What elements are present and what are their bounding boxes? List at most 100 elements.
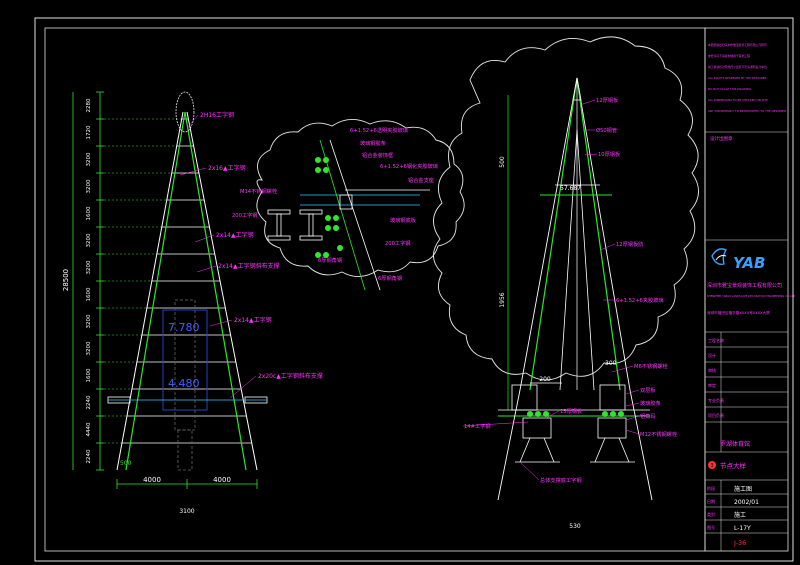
sheet-number: J-36 — [733, 539, 746, 547]
leg-right-bottom — [629, 389, 653, 501]
no-value: L-17Y — [734, 525, 751, 532]
diag-2 — [319, 139, 366, 291]
right-label-leader — [545, 410, 560, 419]
right-label-leader — [462, 421, 529, 427]
title-row-label: 审核 — [708, 367, 716, 373]
node-label: 6+1.52+6钢化夹胶玻璃 — [380, 162, 438, 170]
right-dim-2: 1956 — [499, 292, 506, 307]
vertical-dimension: 1600 — [86, 368, 92, 382]
company-name-en: SHENZHEN YABAO LANDSCAPE DECORATION ENGI… — [707, 294, 795, 298]
spire-tip-cloud — [175, 91, 195, 133]
member-label: 2x14▲工字钢 — [234, 316, 272, 324]
label-leader — [196, 265, 217, 273]
right-label: M12不锈钢螺栓 — [640, 430, 678, 438]
type-label: 类别 — [707, 511, 715, 517]
title-block: 本图纸版权归深圳市雅宝装饰工程有限公司所有未经许可不得复制或用于其他工程施工前请… — [705, 43, 795, 551]
member-label: 2x16▲工字钢 — [208, 164, 246, 172]
vertical-dimension: 3200 — [86, 260, 92, 274]
right-label-leader — [625, 415, 640, 421]
node-label: 玻璃钢底板 — [390, 216, 417, 224]
logo-text: YAB — [733, 254, 765, 272]
left-elevation: 2280172032003200160032003200160032003200… — [62, 91, 323, 515]
member-label: 2H16工字钢 — [200, 111, 234, 119]
stage-value: 施工图 — [734, 485, 752, 493]
stamp-label: 设计出图章 — [710, 135, 733, 142]
vertical-dimension: 3200 — [86, 179, 92, 193]
level-marker-lower: 4.480 — [168, 377, 200, 390]
spire-leg-right-outer — [186, 111, 258, 471]
right-label-leader — [625, 402, 640, 407]
drawing-title-marker — [708, 461, 716, 469]
vertical-dimension: 1600 — [86, 287, 92, 301]
right-label-leader — [625, 429, 640, 435]
spire-leg-left-outer — [116, 111, 184, 471]
node-label: 200工字钢 — [232, 211, 257, 219]
right-top-dim: 57.687 — [560, 185, 581, 192]
date-value: 2002/01 — [734, 499, 759, 506]
spire-tip — [572, 77, 582, 101]
right-label: 铝角码 — [640, 412, 656, 420]
title-note: 本图纸版权归深圳市雅宝装饰工程有限公司所有 — [708, 43, 767, 47]
title-row-label: 专业负责 — [708, 397, 724, 403]
right-label-leader — [611, 365, 634, 373]
vertical-dimension: 2240 — [86, 395, 92, 409]
level-marker-upper: 7.780 — [168, 321, 200, 334]
title-note: ALL RIGHTS RESERVED BY THE DESIGNER — [708, 76, 766, 80]
meta-grid — [705, 480, 788, 551]
label-leader — [209, 319, 233, 327]
core-box — [177, 429, 193, 471]
right-label: 玻璃胶条 — [640, 399, 661, 407]
vertical-dimension: 3200 — [86, 152, 92, 166]
right-label: Ø50钢管 — [596, 126, 617, 134]
node-detail: 6+1.52+6透明夹胶玻璃玻璃钢胶条铝合金装饰框6+1.52+6钢化夹胶玻璃铝… — [232, 119, 465, 291]
node-labels: 6+1.52+6透明夹胶玻璃玻璃钢胶条铝合金装饰框6+1.52+6钢化夹胶玻璃铝… — [232, 126, 438, 282]
diag-1 — [329, 139, 381, 291]
right-spire-core-2 — [576, 129, 595, 391]
right-label: 12厚钢板肋 — [616, 240, 643, 248]
spire-leg-right-inner — [184, 111, 247, 471]
vertical-dimensions: 2280172032003200160032003200160032003200… — [86, 98, 92, 463]
right-label: 15厚钢板 — [560, 407, 583, 415]
title-note: 未经许可不得复制或用于其他工程 — [708, 54, 750, 58]
inner-box — [162, 309, 208, 411]
right-spire-outer-right — [576, 77, 631, 391]
right-label: 12厚钢板 — [596, 96, 619, 104]
type-value: 施工 — [734, 511, 746, 519]
title-row-label: 工程名称 — [708, 337, 724, 343]
vertical-dimension: 1600 — [86, 206, 92, 220]
member-label: 2x14▲工字钢斜布支撑 — [218, 262, 280, 270]
label-leader — [194, 234, 215, 243]
bottom-total-width: 3100 — [179, 508, 194, 515]
node-label: 200工字钢 — [385, 239, 410, 247]
title-note: 施工前请核对现场尺寸如有不符请通知设计单位 — [708, 65, 767, 69]
outer-border — [34, 17, 794, 562]
vertical-dimension: 3200 — [86, 314, 92, 328]
right-label: 14#工字钢 — [464, 422, 491, 430]
vertical-dimension: 2280 — [86, 98, 92, 112]
i-beam-section-a — [267, 209, 291, 241]
spire-leg-left-inner — [125, 111, 186, 471]
label-leader — [186, 114, 199, 129]
right-dim-4: 300 — [605, 360, 617, 367]
project-name: 罗湖体育馆 — [720, 440, 750, 448]
title-note: ALL DIMENSIONS TO BE CHECKED ON SITE — [708, 98, 768, 102]
no-label: 图号 — [707, 524, 715, 530]
pedestal-right — [590, 417, 635, 463]
company-logo: YAB — [711, 248, 765, 272]
base-dim: 500 — [120, 460, 132, 467]
right-labels: 12厚钢板Ø50钢管10厚钢板12厚钢板肋6+1.52+6夹胶玻璃M6不锈钢螺栓… — [462, 96, 678, 484]
label-leader — [229, 375, 257, 399]
total-height-dim: 28500 — [62, 269, 70, 291]
node-label: M14不锈钢螺栓 — [240, 187, 278, 195]
right-section-detail: 500 1956 200 300 530 57.687 12厚钢板Ø50钢管10… — [433, 36, 699, 530]
revision-cloud-node — [256, 119, 465, 277]
vertical-dimension: 3200 — [86, 341, 92, 355]
bolt-group — [315, 157, 343, 258]
right-label: M6不锈钢螺栓 — [634, 362, 669, 370]
right-label-leader — [625, 389, 640, 395]
vertical-dimension: 4440 — [86, 422, 92, 436]
pedestal-left — [515, 417, 560, 463]
right-label-leader — [584, 153, 598, 156]
